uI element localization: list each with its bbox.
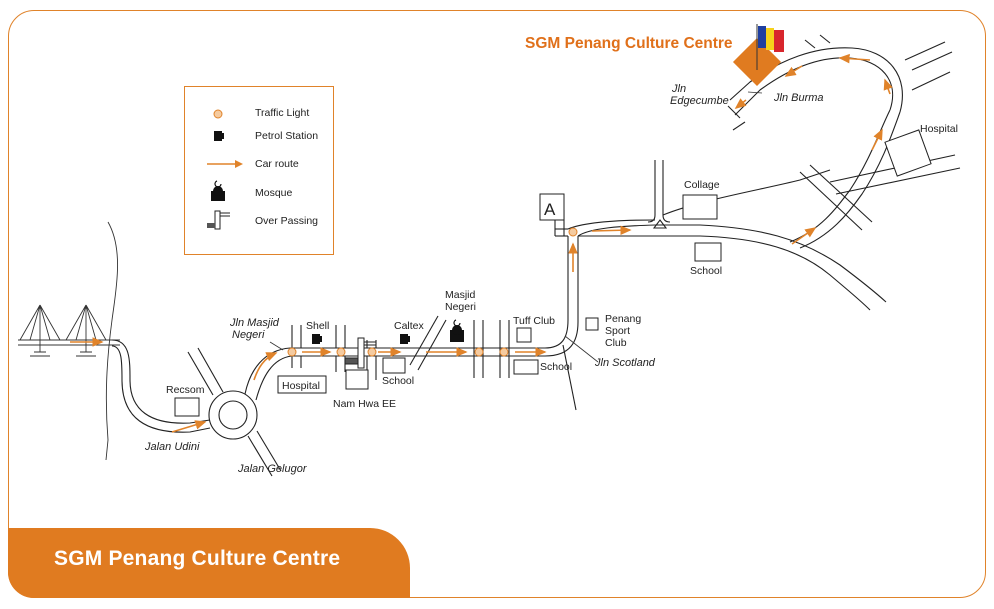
label-hospital-right: Hospital	[920, 123, 958, 135]
traffic-light	[336, 347, 346, 357]
traffic-light-icon	[213, 109, 223, 119]
label-masjid-2: Negeri	[445, 301, 476, 313]
label-jln-edgecumbe-2: Edgecumbe	[670, 95, 729, 107]
label-jln-burma: Jln Burma	[773, 92, 824, 104]
petrol-station-icon	[214, 131, 224, 141]
over-passing	[344, 337, 376, 369]
buildings	[174, 129, 932, 417]
legend-traffic-light: Traffic Light	[255, 107, 310, 119]
label-jln-masjid-1: Jln Masjid	[229, 317, 280, 329]
label-hospital-left: Hospital	[282, 380, 320, 392]
footer-banner-title: SGM Penang Culture Centre	[54, 547, 341, 570]
legend-over-passing: Over Passing	[255, 215, 319, 227]
label-recsom: Recsom	[166, 384, 205, 396]
traffic-light	[568, 227, 578, 237]
legend-petrol-station: Petrol Station	[255, 130, 319, 142]
legend-mosque: Mosque	[255, 187, 293, 199]
label-tuff-club: Tuff Club	[513, 315, 555, 327]
legend: Traffic Light Petrol Station Car route M…	[184, 86, 334, 255]
petrol-station-caltex	[400, 334, 410, 344]
label-collage: Collage	[684, 179, 720, 191]
penang-bridge	[18, 304, 120, 357]
label-jln-edgecumbe-1: Jln	[671, 83, 686, 95]
collage-building	[682, 194, 718, 220]
legend-car-route: Car route	[255, 158, 299, 170]
label-jln-masjid-2: Negeri	[232, 329, 265, 341]
map-title: SGM Penang Culture Centre	[525, 35, 733, 52]
label-penang-2: Sport	[605, 325, 630, 337]
mosque-icon	[450, 319, 464, 342]
label-school-left: School	[382, 375, 414, 387]
point-a-box	[539, 193, 565, 221]
label-nam-hwa: Nam Hwa EE	[333, 398, 396, 410]
label-school-right: School	[690, 265, 722, 277]
tuff-club-building	[516, 327, 532, 343]
label-jalan-gelugor: Jalan Gelugor	[237, 463, 308, 475]
school-right-building	[694, 242, 722, 262]
recsom-building	[174, 397, 200, 417]
school-mid-building	[513, 359, 539, 375]
label-jln-scotland: Jln Scotland	[594, 357, 656, 369]
mosque-icon	[211, 180, 225, 201]
culture-centre-marker	[732, 24, 784, 87]
hospital-right-building	[884, 129, 932, 177]
car-route-icon	[207, 160, 243, 168]
map-frame	[8, 10, 986, 598]
label-penang-1: Penang	[605, 313, 641, 325]
footer-banner	[8, 528, 410, 598]
car-route	[70, 53, 893, 433]
over-passing-icon	[207, 210, 230, 230]
traffic-light	[287, 347, 297, 357]
sport-club-building	[585, 317, 599, 331]
traffic-light	[474, 347, 484, 357]
leader-lines	[269, 91, 763, 363]
hospital-left-building	[277, 375, 327, 394]
traffic-light	[499, 347, 509, 357]
nam-hwa-building	[345, 369, 369, 390]
label-penang-3: Club	[605, 337, 627, 349]
school-left-building	[382, 357, 406, 374]
label-masjid-1: Masjid	[445, 289, 476, 301]
coastline	[105, 221, 119, 461]
petrol-station-shell	[312, 334, 322, 344]
label-shell: Shell	[306, 320, 329, 332]
label-caltex: Caltex	[394, 320, 425, 332]
label-point-a: A	[544, 200, 556, 219]
label-jalan-udini: Jalan Udini	[144, 441, 200, 453]
traffic-lights	[287, 227, 578, 357]
label-school-mid: School	[540, 361, 572, 373]
traffic-light	[367, 347, 377, 357]
